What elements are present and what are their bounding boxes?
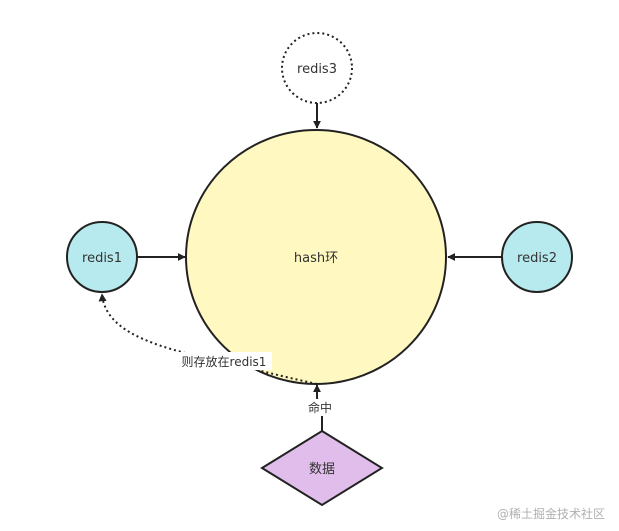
redis1-label: redis1 — [82, 251, 122, 266]
data-label: 数据 — [309, 462, 335, 477]
watermark: @稀土掘金技术社区 — [496, 507, 605, 521]
redis2-node: redis2 — [501, 221, 573, 293]
hash-ring-label: hash环 — [294, 251, 338, 266]
store-label: 则存放在redis1 — [182, 354, 267, 369]
redis3-shape — [281, 32, 353, 104]
hit-label-bg — [306, 399, 334, 416]
redis1-node: redis1 — [66, 221, 138, 293]
store-label-bg — [176, 352, 272, 370]
redis3-node: redis3 — [281, 32, 353, 104]
hit-label: 命中 — [308, 400, 332, 415]
data-shape — [260, 429, 384, 507]
edge-hit-point-to-redis1 — [98, 293, 318, 385]
redis3-label: redis3 — [297, 62, 337, 77]
data-node: 数据 — [260, 429, 384, 507]
hash-ring-node: hash环 — [185, 129, 447, 385]
redis2-label: redis2 — [517, 251, 557, 266]
